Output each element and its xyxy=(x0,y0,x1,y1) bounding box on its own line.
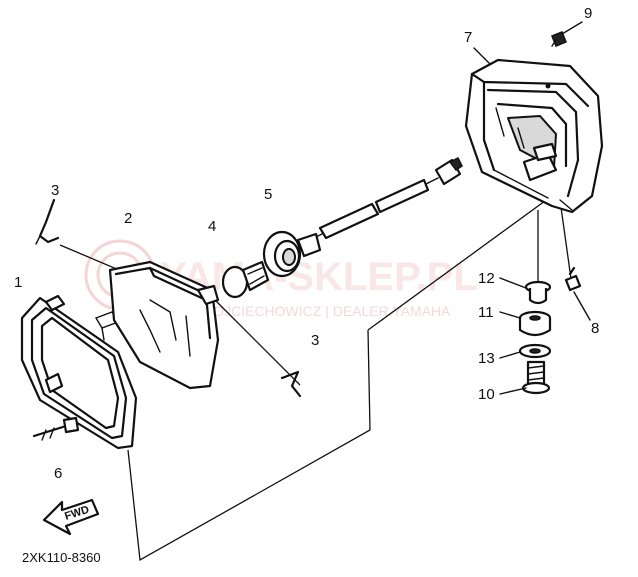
diagram-code: 2XK110-8360 xyxy=(22,550,101,565)
callout-3-upper: 3 xyxy=(51,182,59,199)
part-10-bolt xyxy=(521,360,551,395)
wire-harness xyxy=(318,156,463,240)
callout-4: 4 xyxy=(208,218,216,235)
callout-2: 2 xyxy=(124,210,132,227)
callout-7: 7 xyxy=(464,29,472,46)
part-1-headlight-rim xyxy=(20,294,138,450)
callout-12: 12 xyxy=(478,270,495,287)
callout-1: 1 xyxy=(14,274,22,291)
part-6-rim-screw xyxy=(32,416,80,441)
part-4-bulb xyxy=(221,260,270,299)
part-8-screw xyxy=(564,266,582,292)
callout-5: 5 xyxy=(264,186,272,203)
part-13-washer xyxy=(518,343,552,359)
part-11-grommet xyxy=(518,310,552,337)
callout-9: 9 xyxy=(584,5,592,22)
part-5-bulb-socket xyxy=(262,230,322,278)
callout-6: 6 xyxy=(54,465,62,482)
callout-numbers: 1 2 3 3 4 5 6 7 8 9 10 11 12 13 xyxy=(14,5,599,482)
callout-leaders xyxy=(473,21,591,395)
part-3-spring-upper xyxy=(35,198,60,245)
part-12-collar xyxy=(524,280,552,305)
callout-13: 13 xyxy=(478,350,495,367)
watermark-subtitle: WOJCIECHOWICZ | DEALER YAMAHA xyxy=(200,303,451,319)
part-7-headlight-housing xyxy=(464,58,604,214)
callout-10: 10 xyxy=(478,386,495,403)
callout-11: 11 xyxy=(478,304,494,321)
fwd-direction-arrow: FWD xyxy=(42,498,100,536)
part-3-spring-lower xyxy=(280,370,302,398)
part-2-headlight-unit xyxy=(108,260,220,390)
callout-8: 8 xyxy=(591,320,599,337)
part-9-screw xyxy=(551,31,567,47)
callout-3-lower: 3 xyxy=(311,332,319,349)
